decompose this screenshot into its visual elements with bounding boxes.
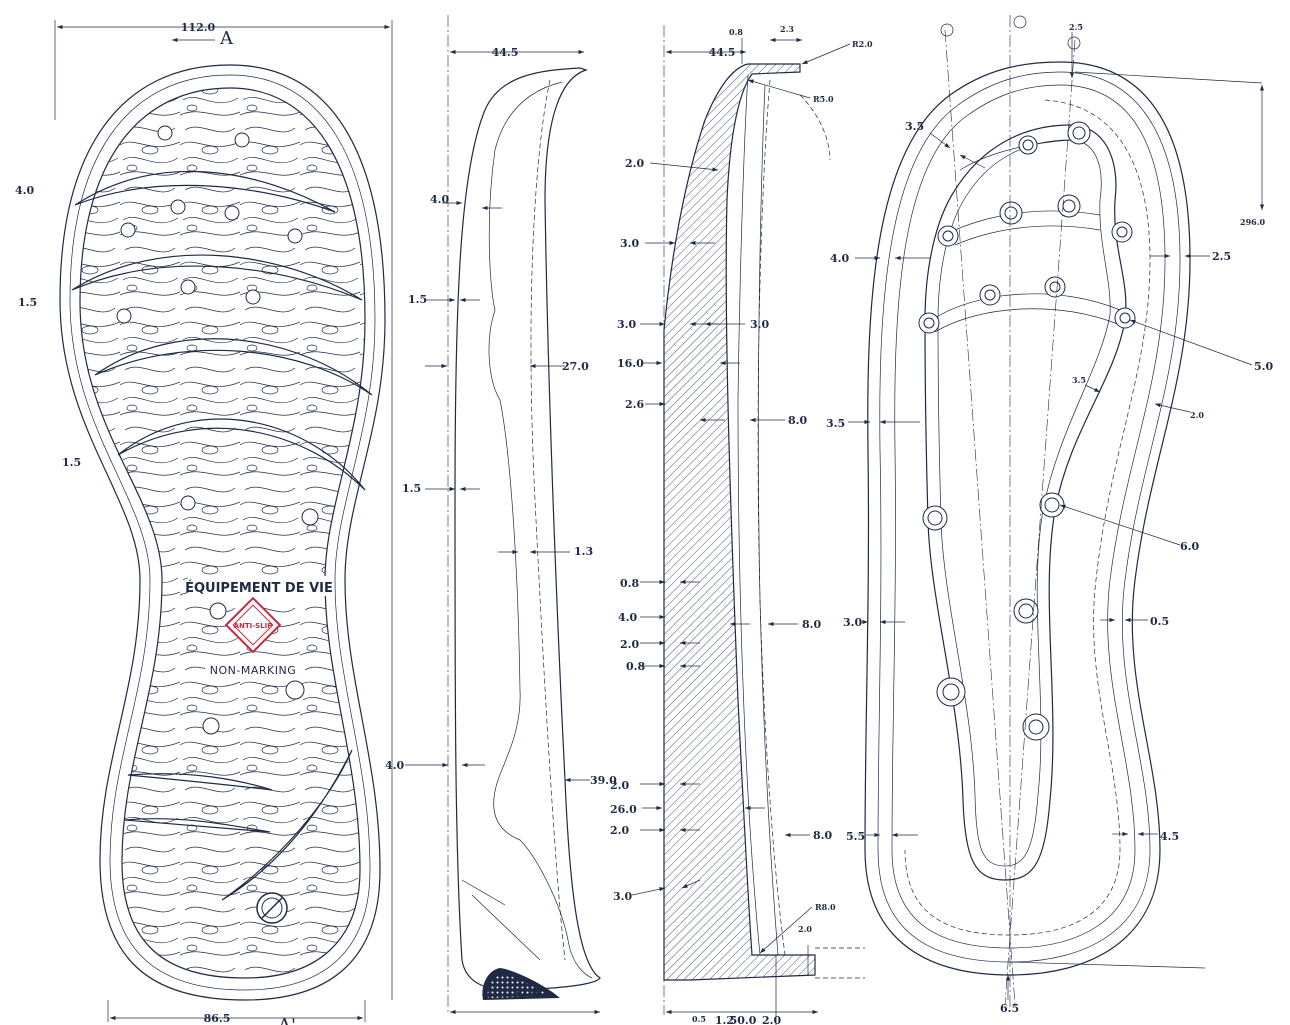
v3-dim-l4: 3.0 [750,318,769,331]
outsole-outline [59,64,386,1001]
profile-inner [488,81,593,979]
v3-dim-t2: 2.3 [780,24,794,34]
v3-dim-l3: 3.0 [617,318,636,331]
svg-text:ANTI-SLIP: ANTI-SLIP [234,622,273,630]
insole-inner [891,84,1166,949]
v3-dim-b3: 1.2 [715,1014,734,1025]
v4-dim-hole2: 6.0 [1180,540,1199,553]
v3-dim-b2: 50.0 [730,1014,757,1025]
v3-dim-l8: 4.0 [618,611,637,624]
flex-grooves [71,170,373,901]
v4-dim-hole1: 5.0 [1254,360,1273,373]
dim-left-2: 1.5 [18,296,37,309]
v3-dim-l7: 0.8 [620,577,639,590]
v2-dim-1: 4.0 [430,193,449,206]
v2-dim-4: 1.5 [402,482,421,495]
v3-dim-l5: 16.0 [617,357,644,370]
v4-dim-l1: 4.0 [830,252,849,265]
v4-dim-r2: 0.5 [1150,615,1169,628]
sole-cross-section: 44.5 0.8 2.3 R2.0 R5.0 2.0 3.0 3.0 3.0 1… [610,24,873,1025]
v3-dim-l13: 2.0 [610,824,629,837]
v4-dim-l4: 5.5 [846,830,865,843]
insole-top-view: 2.5 296.0 3.5 4.0 2.5 5.0 3.5 2.0 3.5 6.… [826,15,1273,1015]
profile-outer [454,67,601,991]
v2-dim-5: 1.3 [574,545,593,558]
v4-dim-a1: 3.5 [905,120,924,133]
v2-dim-top: 44.5 [492,46,519,59]
outsole-bottom-view: ÉQUIPEMENT DE VIE ANTI-SLIP NON-MARKING … [15,20,393,1025]
v3-dim-r1: R2.0 [852,39,873,49]
v3-dim-r2: R5.0 [813,94,834,104]
v4-dim-l3: 3.0 [843,616,862,629]
dim-top-width: 112.0 [181,21,216,34]
v3-dim-m1: 8.0 [788,414,807,427]
v3-dim-l9: 2.0 [620,638,639,651]
v3-dim-r4: 2.0 [798,924,812,934]
v2-dim-7: 39.0 [590,774,617,787]
v2-dim-2: 1.5 [408,293,427,306]
anti-slip-badge: ANTI-SLIP [224,596,282,654]
brand-text: ÉQUIPEMENT DE VIE [185,580,333,596]
topographic-tread [79,87,366,979]
insole-outer [864,61,1191,976]
v3-dim-m3: 8.0 [813,829,832,842]
recycle-logo [256,892,288,924]
section-hatched-wall [663,63,816,981]
v3-dim-l1: 2.0 [625,157,644,170]
v3-dim-l2: 3.0 [620,237,639,250]
v3-dim-l12: 26.0 [610,803,637,816]
v4-dim-s1: 3.5 [1072,375,1086,385]
v2-dim-3: 27.0 [562,360,589,373]
v4-dim-top1: 2.5 [1069,22,1083,32]
v4-dim-r1: 2.5 [1212,250,1231,263]
v4-dim-l2: 3.5 [826,417,845,430]
ventilation-holes [918,121,1136,741]
v3-dim-l6: 2.6 [625,398,644,411]
v3-dim-m2: 8.0 [802,618,821,631]
v3-dim-t1: 0.8 [729,27,743,37]
section-label-a-prime: A' [277,1015,296,1025]
v3-dim-l10: 0.8 [626,660,645,673]
dim-left-3: 1.5 [62,456,81,469]
dim-bottom-width: 86.5 [204,1012,231,1025]
section-label-a: A [219,28,234,49]
v4-dim-bot: 6.5 [1000,1002,1019,1015]
v2-dim-bottom: 51.0 [513,987,540,1000]
v4-dim-len: 296.0 [1240,217,1265,227]
v3-dim-top: 44.5 [709,46,736,59]
sole-lugs [116,125,319,735]
dim-left-1: 4.0 [15,184,34,197]
v3-dim-r3: R8.0 [815,902,836,912]
v4-dim-s2: 2.0 [1190,410,1204,420]
v3-dim-b4: 2.0 [762,1014,781,1025]
sole-side-profile: 44.5 4.0 1.5 27.0 1.5 1.3 4.0 39.0 51.0 [385,15,617,1015]
non-marking-text: NON-MARKING [210,664,296,677]
v3-dim-b1: 0.5 [692,1014,706,1024]
v3-dim-l11: 2.0 [610,779,629,792]
v3-dim-l14: 3.0 [613,890,632,903]
v2-dim-6: 4.0 [385,759,404,772]
v4-dim-r3: 4.5 [1160,830,1179,843]
